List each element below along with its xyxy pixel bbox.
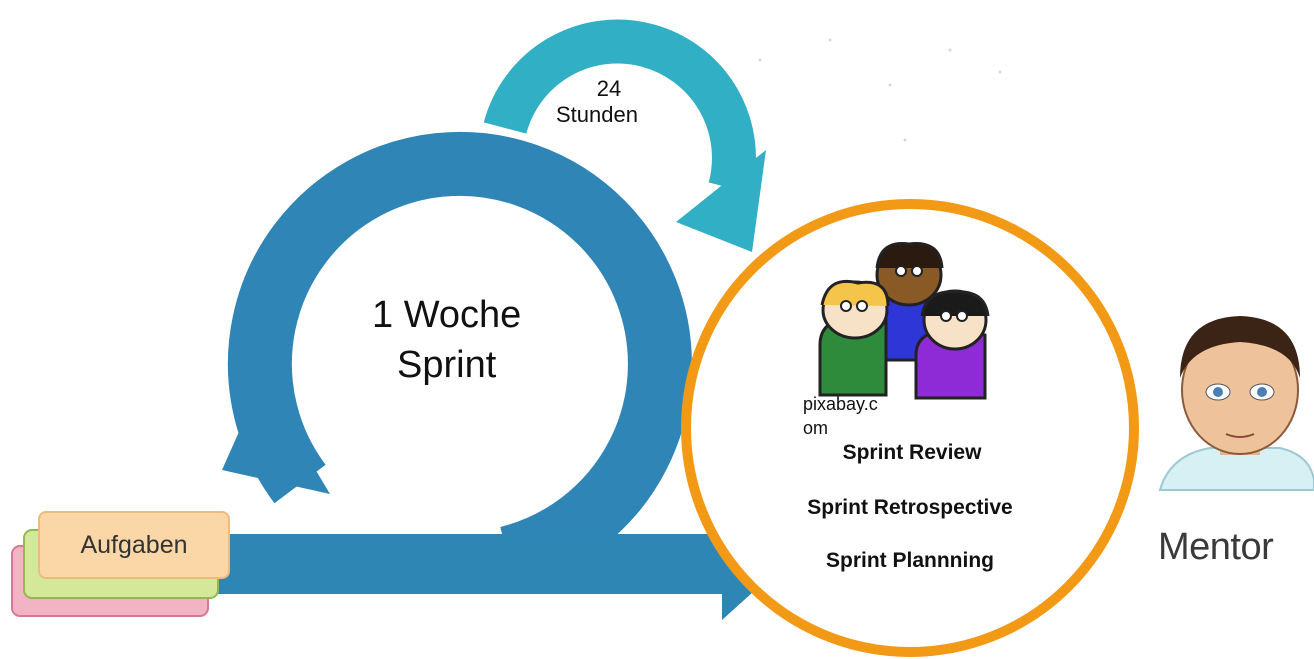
mentor-label: Mentor xyxy=(1158,526,1274,568)
image-credit: pixabay.com xyxy=(803,394,878,438)
daily-line2: Stunden xyxy=(556,102,638,127)
daily-line1: 24 xyxy=(596,76,622,101)
decorative-dots xyxy=(758,38,1002,142)
sprint-cycle-label: 1 Woche Sprint xyxy=(372,290,521,390)
mentor-illustration xyxy=(1158,316,1314,491)
team-illustration xyxy=(818,242,990,400)
daily-cycle-label: 24 Stunden xyxy=(556,76,638,128)
tasks-label: Aufgaben xyxy=(80,530,188,559)
sprint-line2: Sprint xyxy=(397,344,497,386)
sprint-events-circle xyxy=(681,199,1139,657)
event-sprint-review: Sprint Review xyxy=(842,441,982,464)
sprint-cycle-arrow xyxy=(217,125,702,601)
flow-arrow xyxy=(210,514,784,620)
sprint-line1: 1 Woche xyxy=(372,294,522,336)
event-sprint-retrospective: Sprint Retrospective xyxy=(807,496,1013,519)
daily-cycle-arrow xyxy=(483,19,766,252)
event-sprint-planning: Sprint Plannning xyxy=(826,549,994,572)
tasks-card: Aufgaben xyxy=(38,511,230,579)
